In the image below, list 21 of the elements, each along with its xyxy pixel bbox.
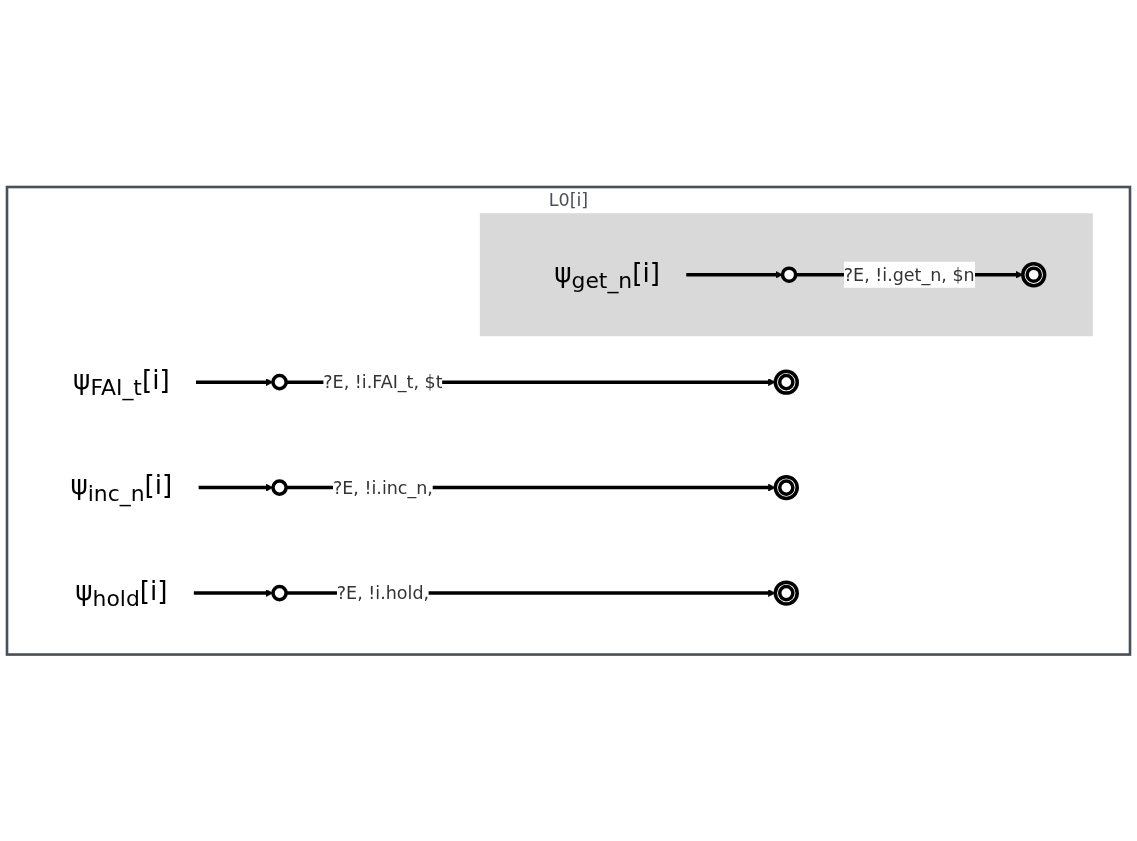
node-text: ψ$_{get_n}$[i] [554,256,661,293]
node-double-circle [773,369,799,395]
node-circle [271,584,288,602]
node-circle [271,373,288,391]
node-double-circle [773,474,799,500]
node-double-circle [1021,261,1047,288]
edge-label: ?E, !i.hold, [336,582,430,604]
arrow [686,270,783,279]
node-circle [780,266,798,283]
edge-label: ?E, !i.get_n, $n [843,263,975,285]
node-text: ψ$_{hold}$[i] [75,575,168,611]
edge-label: ?E, !i.FAI_t, $t [323,371,443,393]
node-text: ψ$_{inc_n}$[i] [70,469,173,506]
arrow [196,378,274,386]
node-double-circle [773,580,799,606]
cluster [479,212,1093,336]
edge-label: ?E, !i.inc_n, [332,476,433,498]
arrow [193,588,274,597]
node-text: ψ$_{FAI_t}$[i] [73,364,170,401]
arrow [198,483,274,492]
node-circle [271,479,288,496]
